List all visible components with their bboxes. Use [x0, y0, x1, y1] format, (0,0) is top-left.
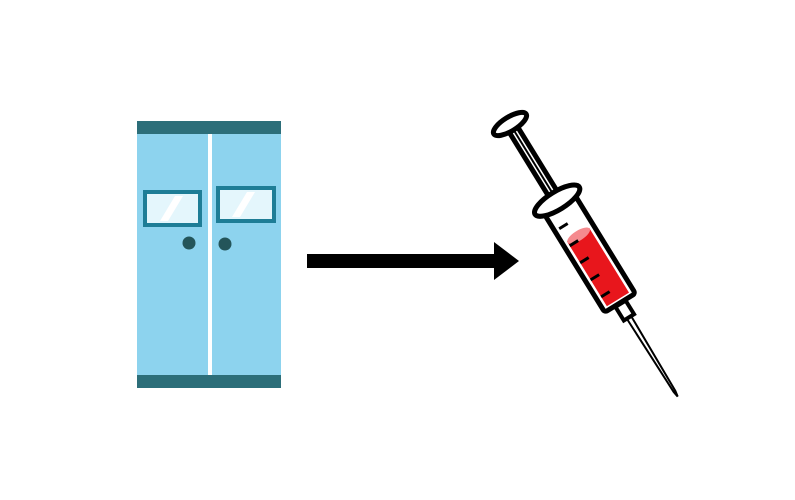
left-knob [182, 236, 196, 250]
plunger-cap [490, 109, 530, 139]
door-gap [208, 134, 212, 375]
scale-marks [558, 222, 611, 299]
right-knob [218, 237, 232, 251]
needle [625, 315, 679, 398]
blood-fill [567, 227, 630, 307]
syringe-icon [490, 109, 679, 398]
cabinet-door-icon [137, 121, 281, 388]
door-top-trim [137, 121, 281, 134]
finger-flange [532, 182, 583, 219]
door-bottom-trim [137, 375, 281, 388]
right-window [216, 186, 276, 223]
arrow-right-icon [307, 242, 519, 280]
left-window [143, 190, 202, 227]
